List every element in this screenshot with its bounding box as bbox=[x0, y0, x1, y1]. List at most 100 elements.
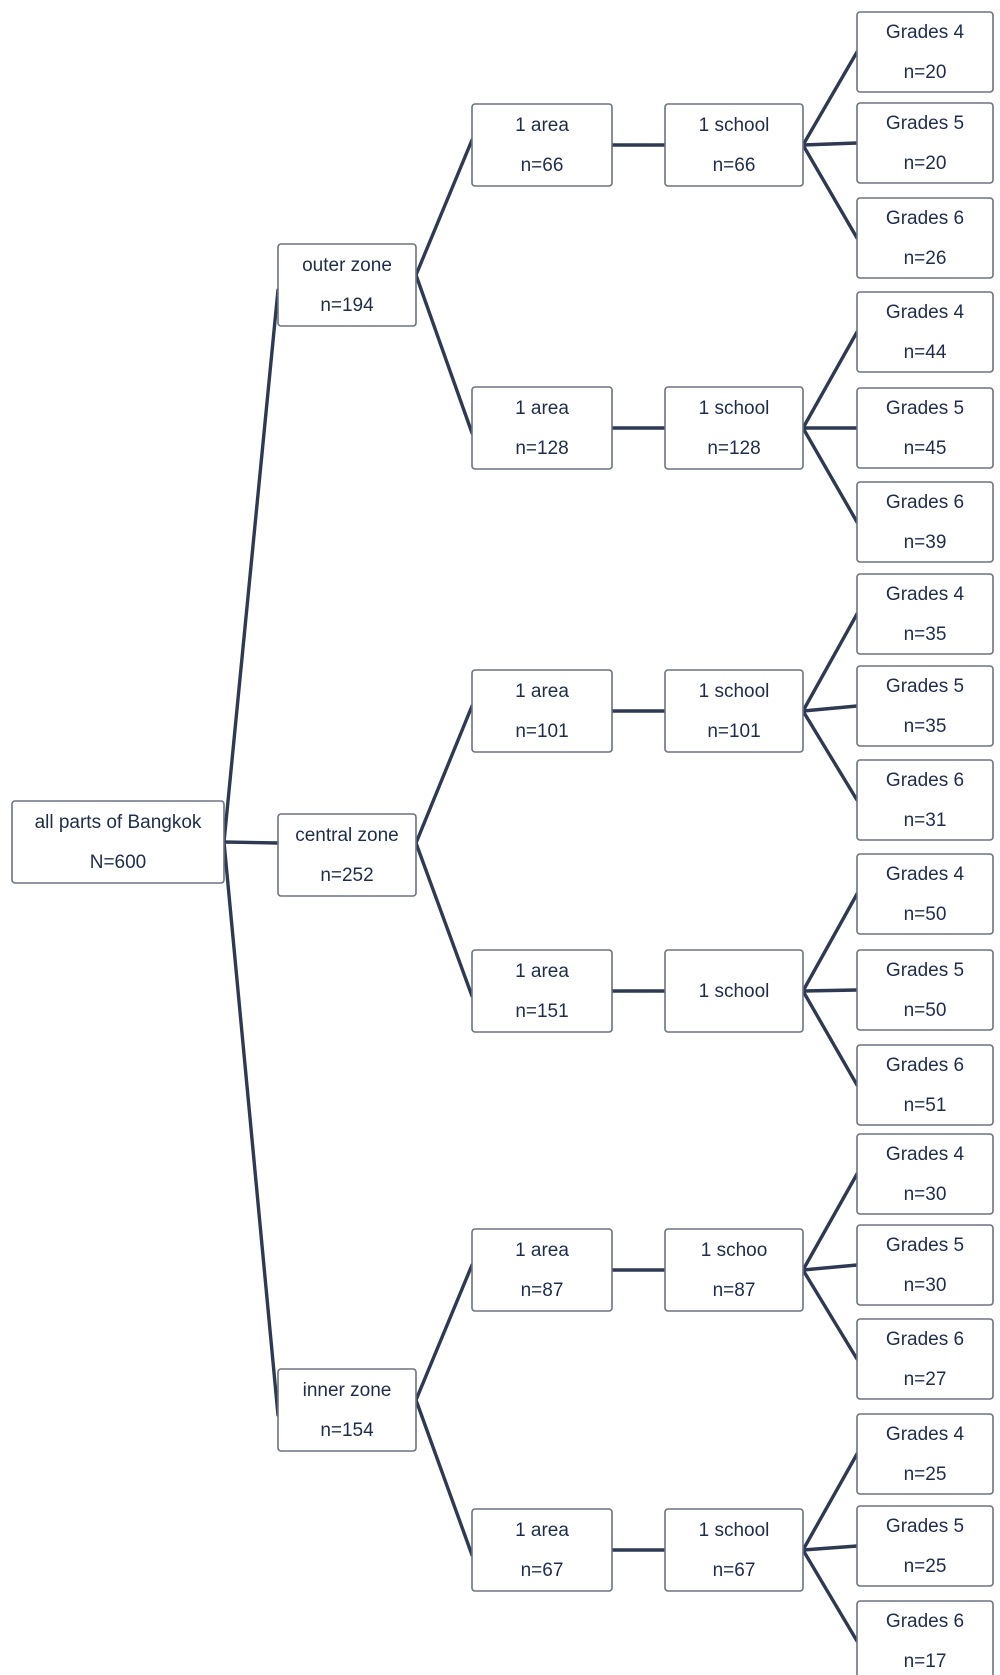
zone-node-1-label: central zone bbox=[295, 825, 399, 846]
grade-node-0-0-1: Grades 5 n=20 bbox=[856, 102, 994, 184]
school-node-0-0-frame bbox=[664, 103, 804, 187]
edge-root-zone-2 bbox=[222, 840, 280, 1417]
edge-school-grade-2-1-1 bbox=[801, 1544, 859, 1552]
school-node-1-0-label: 1 school bbox=[699, 681, 770, 702]
grade-node-2-0-1-label: Grades 5 bbox=[886, 1235, 964, 1256]
root-node-frame bbox=[11, 800, 225, 884]
grade-node-1-0-2-label: Grades 6 bbox=[886, 770, 964, 791]
area-node-1-1-count: n=151 bbox=[515, 1001, 568, 1022]
area-node-1-0: 1 area n=101 bbox=[471, 669, 613, 753]
grade-node-2-0-2-frame bbox=[856, 1318, 994, 1400]
grade-node-1-0-2-frame bbox=[856, 759, 994, 841]
grade-node-1-1-0-label: Grades 4 bbox=[886, 864, 965, 885]
edge-school-grade-2-0-1 bbox=[801, 1263, 859, 1272]
edge-school-grade-2-1-0 bbox=[801, 1452, 859, 1552]
grade-node-0-1-1: Grades 5n=45 bbox=[856, 387, 994, 469]
grade-node-1-1-2-count: n=51 bbox=[904, 1095, 947, 1116]
edge-school-grade-0-0-2 bbox=[801, 143, 859, 240]
school-node-2-0-frame bbox=[664, 1228, 804, 1312]
school-node-2-1-label: 1 school bbox=[699, 1520, 770, 1541]
grade-node-0-1-2-frame bbox=[856, 481, 994, 563]
grade-node-1-0-1: Grades 5n=35 bbox=[856, 665, 994, 747]
edge-zone-area-1-0 bbox=[414, 704, 474, 845]
root-node-count: N=600 bbox=[90, 852, 147, 873]
grade-node-1-0-0-label: Grades 4 bbox=[886, 584, 965, 605]
area-node-1-1-label: 1 area bbox=[515, 961, 569, 982]
edge-school-grade-2-1-2 bbox=[801, 1548, 859, 1643]
edge-zone-area-1-1 bbox=[414, 841, 474, 998]
grade-node-1-1-1-count: n=50 bbox=[904, 1000, 947, 1021]
grade-node-0-0-0-frame bbox=[856, 11, 994, 93]
school-node-0-1-frame bbox=[664, 386, 804, 470]
edge-school-grade-1-1-2 bbox=[801, 989, 859, 1087]
zone-node-1-count: n=252 bbox=[320, 865, 373, 886]
grade-node-2-1-0-frame bbox=[856, 1413, 994, 1495]
grade-node-2-1-2-frame bbox=[856, 1600, 994, 1675]
area-node-1-1: 1 area n=151 bbox=[471, 949, 613, 1033]
edge-school-grade-0-1-2 bbox=[801, 426, 859, 524]
school-node-0-0-count: n=66 bbox=[713, 155, 756, 176]
grade-node-2-1-1-label: Grades 5 bbox=[886, 1516, 964, 1537]
grade-node-1-1-0: Grades 4n=50 bbox=[856, 853, 994, 935]
school-node-0-0-label: 1 school bbox=[699, 115, 770, 136]
edge-school-grade-1-1-1 bbox=[801, 988, 859, 993]
edge-zone-area-2-1 bbox=[414, 1398, 474, 1557]
grade-node-2-1-2: Grades 6n=17 bbox=[856, 1600, 994, 1675]
edge-root-zone-1 bbox=[222, 840, 280, 845]
edge-school-grade-2-0-2 bbox=[801, 1268, 859, 1361]
area-node-0-0-frame bbox=[471, 103, 613, 187]
zone-node-2-label: inner zone bbox=[303, 1380, 392, 1401]
grade-node-0-0-1-label: Grades 5 bbox=[886, 113, 964, 134]
edge-school-grade-0-0-0 bbox=[801, 50, 859, 147]
school-node-1-1: 1 school bbox=[664, 949, 804, 1033]
grade-node-1-1-2-frame bbox=[856, 1044, 994, 1126]
grade-node-0-1-1-count: n=45 bbox=[904, 438, 947, 459]
school-node-2-0-count: n=87 bbox=[713, 1280, 756, 1301]
grade-node-2-1-1-count: n=25 bbox=[904, 1556, 947, 1577]
grade-node-0-1-2-count: n=39 bbox=[904, 532, 947, 553]
grade-node-0-0-2-count: n=26 bbox=[904, 248, 947, 269]
grade-node-1-0-2-count: n=31 bbox=[904, 810, 947, 831]
grade-node-2-1-0-label: Grades 4 bbox=[886, 1424, 965, 1445]
grade-node-1-1-2-label: Grades 6 bbox=[886, 1055, 964, 1076]
edge-root-zone-0 bbox=[222, 288, 280, 844]
grade-node-2-0-2: Grades 6n=27 bbox=[856, 1318, 994, 1400]
grade-node-1-0-0: Grades 4 n=35 bbox=[856, 573, 994, 655]
area-node-2-1-count: n=67 bbox=[521, 1560, 564, 1581]
grade-node-0-0-2-label: Grades 6 bbox=[886, 208, 964, 229]
edge-school-grade-0-0-1 bbox=[801, 141, 859, 147]
school-node-2-1-frame bbox=[664, 1508, 804, 1592]
grade-node-1-1-2: Grades 6 n=51 bbox=[856, 1044, 994, 1126]
grade-node-0-0-1-count: n=20 bbox=[904, 153, 947, 174]
school-node-1-1-frame bbox=[664, 949, 804, 1033]
grade-node-1-1-1-label: Grades 5 bbox=[886, 960, 964, 981]
school-node-0-0: 1 school n=66 bbox=[664, 103, 804, 187]
edge-school-grade-1-0-2 bbox=[801, 709, 859, 802]
grade-node-0-1-0-label: Grades 4 bbox=[886, 302, 965, 323]
grade-node-1-0-1-label: Grades 5 bbox=[886, 676, 964, 697]
grade-node-2-1-0: Grades 4n=25 bbox=[856, 1413, 994, 1495]
edge-zone-area-0-0 bbox=[414, 138, 474, 277]
zone-node-2: inner zone n=154 bbox=[277, 1368, 417, 1452]
area-node-1-0-label: 1 area bbox=[515, 681, 569, 702]
area-node-0-1-label: 1 area bbox=[515, 398, 569, 419]
school-node-0-1-count: n=128 bbox=[707, 438, 760, 459]
grade-node-1-0-0-count: n=35 bbox=[904, 624, 947, 645]
area-node-1-0-count: n=101 bbox=[515, 721, 568, 742]
area-node-2-1-frame bbox=[471, 1508, 613, 1592]
zone-node-2-count: n=154 bbox=[320, 1420, 374, 1441]
grade-node-2-1-2-count: n=17 bbox=[904, 1651, 947, 1672]
grade-node-2-0-1-frame bbox=[856, 1224, 994, 1306]
area-node-1-1-frame bbox=[471, 949, 613, 1033]
grade-node-0-0-2-frame bbox=[856, 197, 994, 279]
grade-node-0-0-0-count: n=20 bbox=[904, 62, 947, 83]
area-node-2-0-label: 1 area bbox=[515, 1240, 569, 1261]
grade-node-0-1-0-frame bbox=[856, 291, 994, 373]
grade-node-0-0-1-frame bbox=[856, 102, 994, 184]
grade-node-2-0-0-label: Grades 4 bbox=[886, 1144, 965, 1165]
school-node-1-1-label: 1 school bbox=[699, 981, 770, 1002]
